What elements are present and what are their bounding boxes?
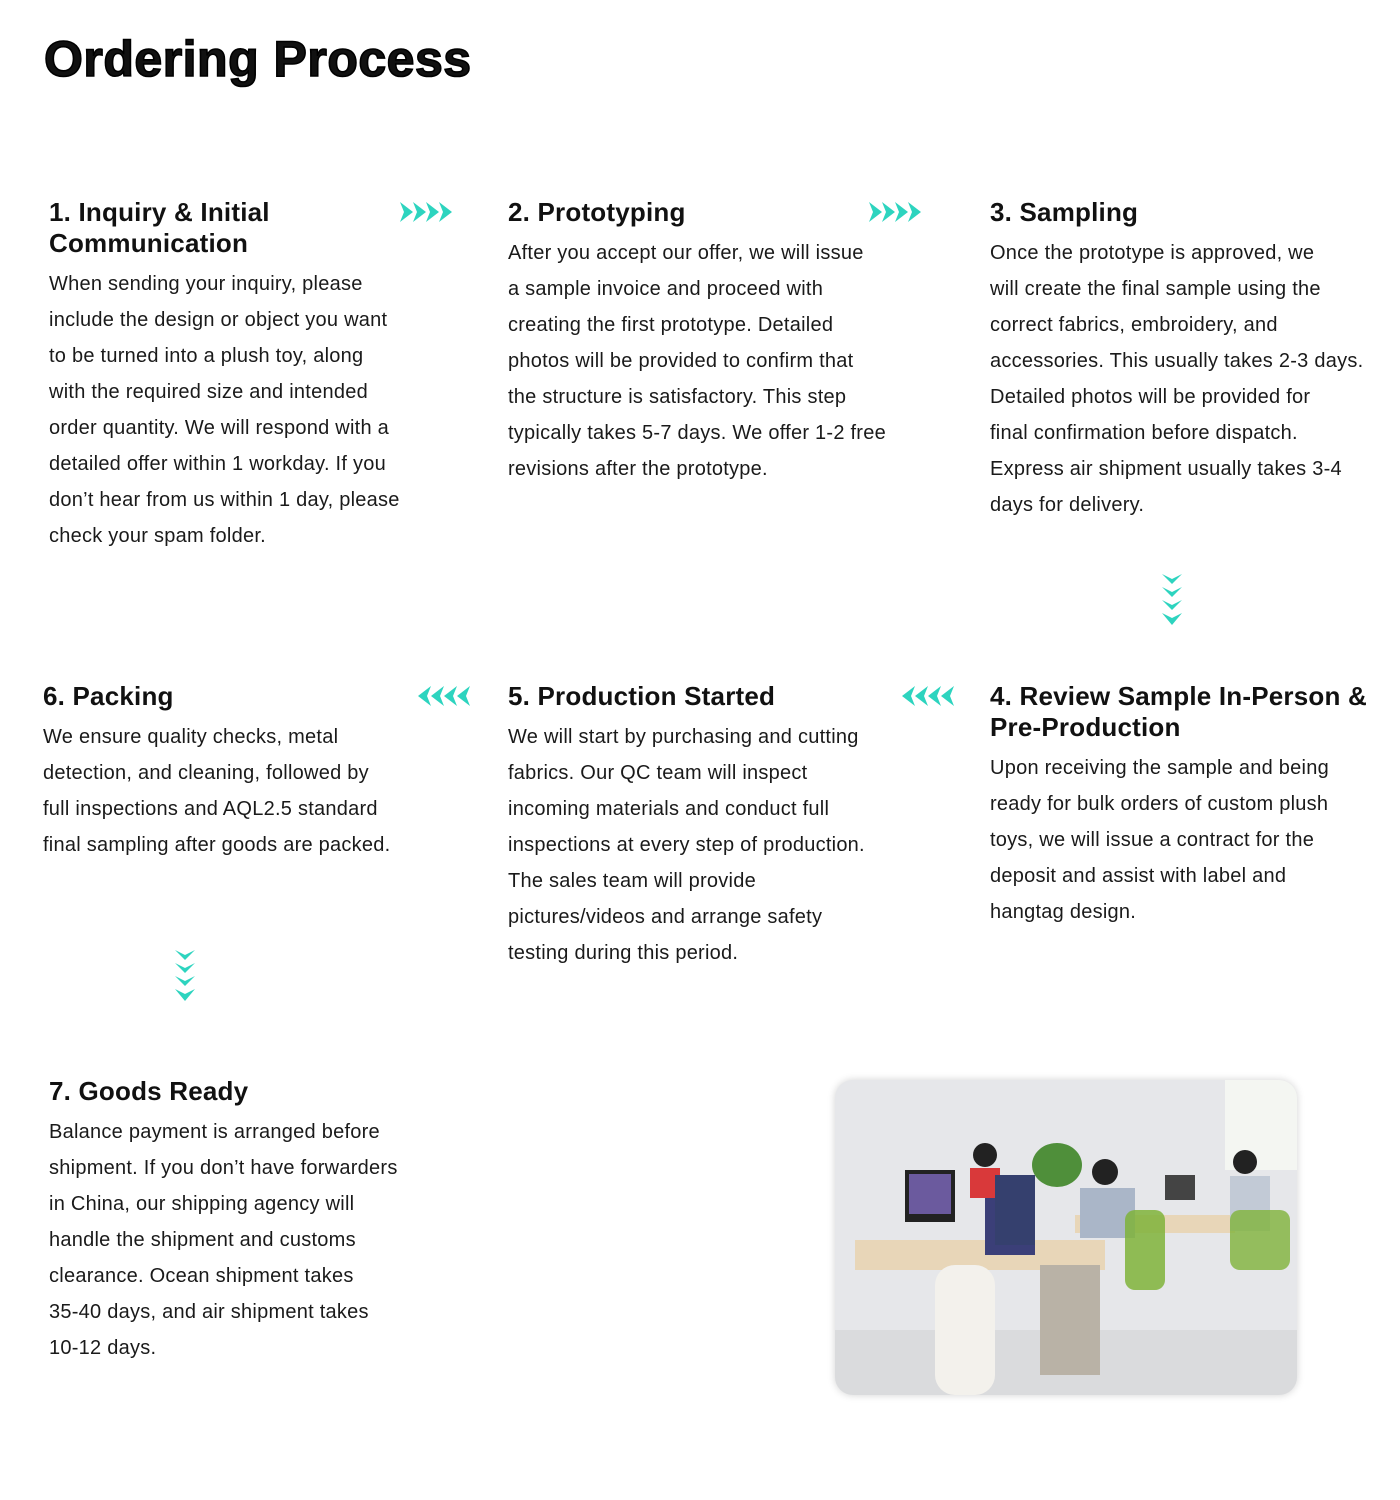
step-description-line: incoming materials and conduct full (508, 798, 830, 820)
step-description-line: days for delivery. (990, 494, 1145, 516)
step-description: When sending your inquiry, please include… (49, 266, 400, 554)
step-description-line: photos will be provided to confirm that (508, 350, 854, 372)
process-step-4: 4. Review Sample In-Person &Pre-Producti… (990, 681, 1367, 930)
chevrons-left-icon (418, 686, 470, 706)
step-description-line: We ensure quality checks, metal (43, 726, 339, 748)
chevrons-right-icon (400, 202, 452, 222)
step-description-line: with the required size and intended (49, 381, 368, 403)
step-description: Balance payment is arranged before shipme… (49, 1114, 398, 1366)
step-description: After you accept our offer, we will issu… (508, 235, 886, 487)
step-description-line: creating the first prototype. Detailed (508, 314, 834, 336)
step-title-line: 5. Production Started (508, 681, 776, 711)
step-title: 6. Packing (43, 681, 390, 712)
step-title-line: 2. Prototyping (508, 197, 686, 227)
step-description-line: in China, our shipping agency will (49, 1193, 355, 1215)
step-description-line: typically takes 5-7 days. We offer 1-2 f… (508, 422, 886, 444)
chevrons-down-icon (1162, 574, 1182, 625)
step-description-line: order quantity. We will respond with a (49, 417, 390, 439)
step-title: 3. Sampling (990, 197, 1363, 228)
step-description-line: will create the final sample using the (990, 278, 1321, 300)
step-description-line: final confirmation before dispatch. (990, 422, 1298, 444)
step-description-line: Express air shipment usually takes 3-4 (990, 458, 1342, 480)
step-description-line: correct fabrics, embroidery, and (990, 314, 1278, 336)
chevrons-down-icon (175, 950, 195, 1001)
step-description-line: include the design or object you want (49, 309, 388, 331)
step-description-line: ready for bulk orders of custom plush (990, 793, 1329, 815)
step-description-line: pictures/videos and arrange safety (508, 906, 823, 928)
step-description-line: a sample invoice and proceed with (508, 278, 824, 300)
process-step-6: 6. Packing We ensure quality checks, meta… (43, 681, 390, 863)
step-title-line: Pre-Production (990, 712, 1181, 742)
step-description-line: testing during this period. (508, 942, 739, 964)
step-description: Once the prototype is approved, we will c… (990, 235, 1363, 523)
page-title: Ordering Process (43, 30, 472, 88)
step-title-line: 6. Packing (43, 681, 174, 711)
step-description-line: final sampling after goods are packed. (43, 834, 391, 856)
step-description-line: Balance payment is arranged before (49, 1121, 380, 1143)
step-description-line: Detailed photos will be provided for (990, 386, 1311, 408)
step-description-line: full inspections and AQL2.5 standard (43, 798, 378, 820)
step-title: 7. Goods Ready (49, 1076, 398, 1107)
step-description-line: The sales team will provide (508, 870, 756, 892)
step-title: 5. Production Started (508, 681, 865, 712)
step-description-line: revisions after the prototype. (508, 458, 768, 480)
step-description-line: When sending your inquiry, please (49, 273, 363, 295)
step-description-line: the structure is satisfactory. This step (508, 386, 847, 408)
step-description-line: We will start by purchasing and cutting (508, 726, 859, 748)
step-description-line: inspections at every step of production. (508, 834, 865, 856)
chevrons-left-icon (902, 686, 954, 706)
office-team-photo (835, 1080, 1297, 1395)
step-description: Upon receiving the sample and being ready… (990, 750, 1367, 930)
step-description-line: 35-40 days, and air shipment takes (49, 1301, 369, 1323)
step-title-line: Communication (49, 228, 249, 258)
step-description-line: Upon receiving the sample and being (990, 757, 1329, 779)
step-description-line: don’t hear from us within 1 day, please (49, 489, 400, 511)
process-step-5: 5. Production Started We will start by pu… (508, 681, 865, 971)
step-description-line: toys, we will issue a contract for the (990, 829, 1315, 851)
step-title-line: 4. Review Sample In-Person & (990, 681, 1367, 711)
step-description-line: detection, and cleaning, followed by (43, 762, 369, 784)
step-description-line: accessories. This usually takes 2-3 days… (990, 350, 1364, 372)
chevrons-right-icon (869, 202, 921, 222)
step-description-line: to be turned into a plush toy, along (49, 345, 364, 367)
step-description-line: detailed offer within 1 workday. If you (49, 453, 386, 475)
step-title-line: 3. Sampling (990, 197, 1139, 227)
step-title: 4. Review Sample In-Person &Pre-Producti… (990, 681, 1367, 743)
step-title-line: 7. Goods Ready (49, 1076, 249, 1106)
step-description-line: hangtag design. (990, 901, 1137, 923)
step-description: We will start by purchasing and cutting f… (508, 719, 865, 971)
step-description-line: shipment. If you don’t have forwarders (49, 1157, 398, 1179)
step-description-line: fabrics. Our QC team will inspect (508, 762, 808, 784)
step-description-line: Once the prototype is approved, we (990, 242, 1315, 264)
step-description: We ensure quality checks, metal detection… (43, 719, 390, 863)
step-description-line: After you accept our offer, we will issu… (508, 242, 864, 264)
step-description-line: 10-12 days. (49, 1337, 157, 1359)
step-description-line: clearance. Ocean shipment takes (49, 1265, 354, 1287)
step-title-line: 1. Inquiry & Initial (49, 197, 270, 227)
step-description-line: check your spam folder. (49, 525, 266, 547)
step-description-line: handle the shipment and customs (49, 1229, 356, 1251)
step-description-line: deposit and assist with label and (990, 865, 1287, 887)
step-title: 2. Prototyping (508, 197, 886, 228)
